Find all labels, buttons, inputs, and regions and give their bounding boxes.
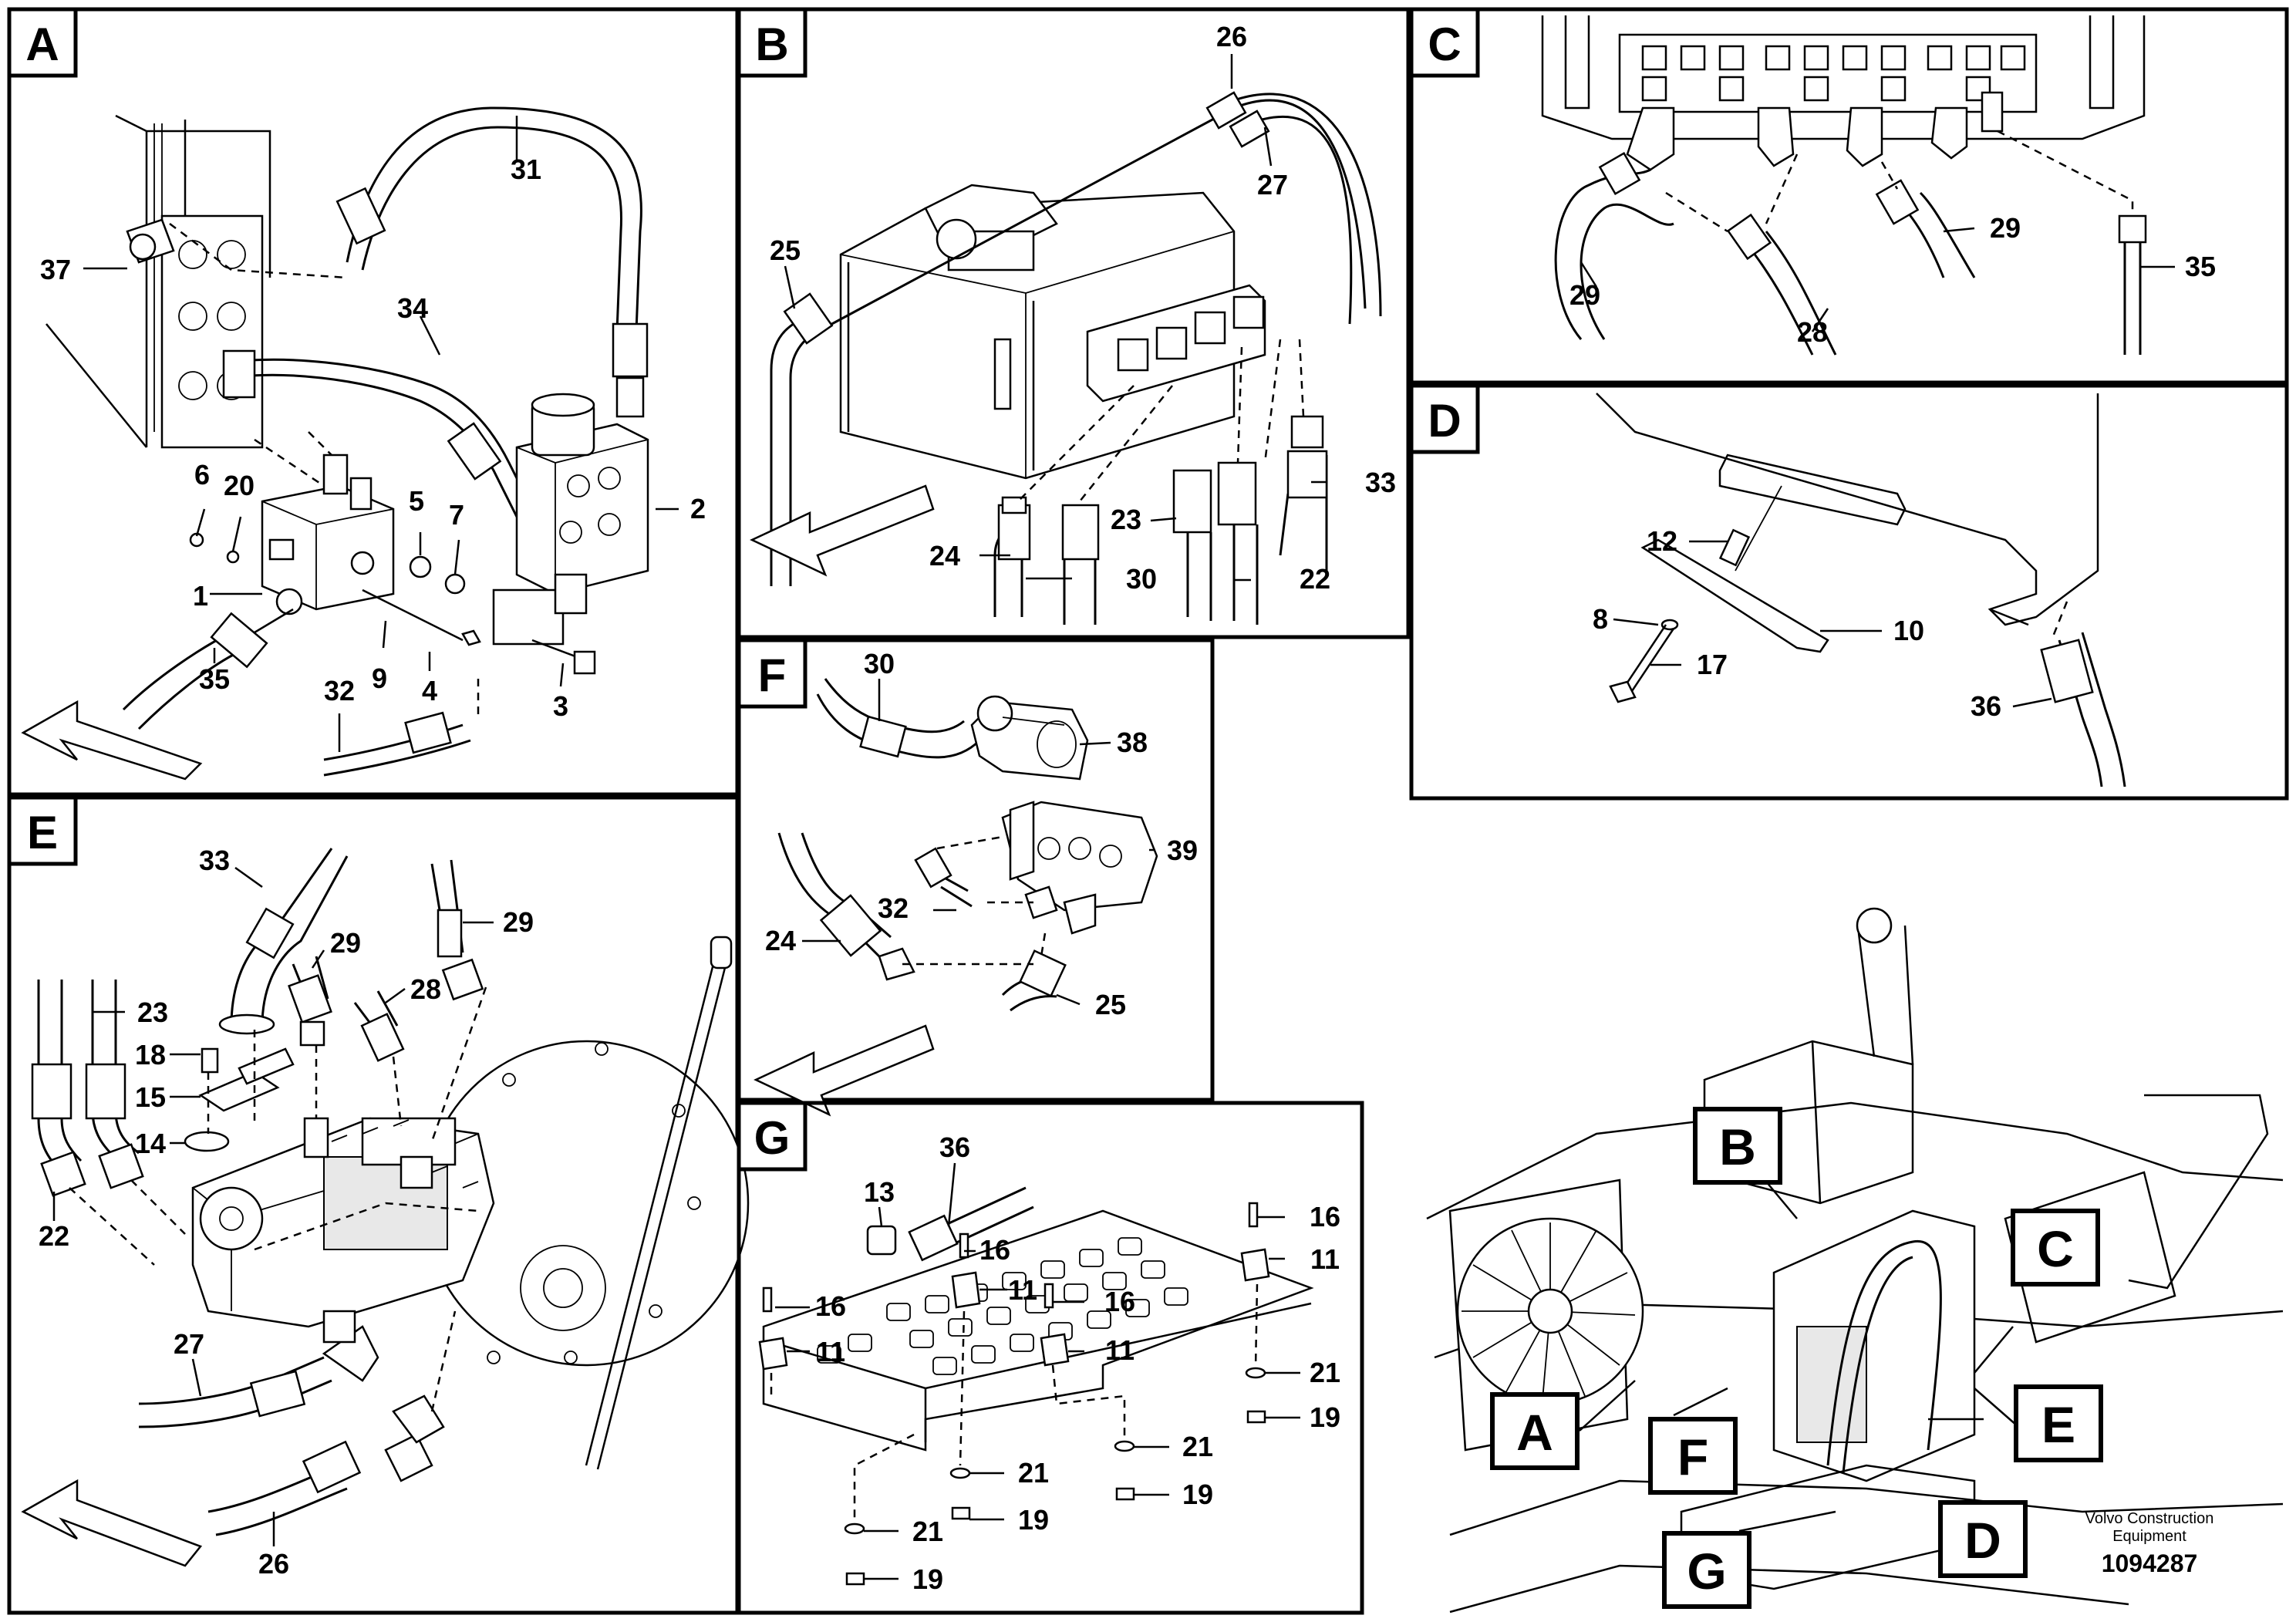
callout-g-19-a: 19: [1018, 1504, 1049, 1536]
overview-label-a: A: [1516, 1404, 1553, 1461]
panel-f-tag: F: [758, 649, 787, 701]
connector-row: [1641, 45, 2026, 102]
callout-g-11-a: 11: [1008, 1274, 1037, 1306]
callout-d-17: 17: [1697, 649, 1728, 680]
callout-a-9: 9: [372, 663, 387, 694]
callout-b-33: 33: [1365, 467, 1396, 498]
callout-g-19-b: 19: [912, 1563, 943, 1595]
callout-a-32: 32: [324, 675, 355, 706]
panel-c-tag: C: [1428, 19, 1461, 70]
panel-d: D 12 10 8 17 36: [1409, 383, 2289, 801]
callout-a-35: 35: [199, 663, 230, 695]
callout-f-39: 39: [1167, 835, 1198, 866]
callout-e-23: 23: [137, 996, 168, 1028]
brand-line-1: Volvo Construction: [2085, 1510, 2214, 1527]
callout-g-21-a: 21: [1018, 1457, 1049, 1489]
callout-e-28: 28: [410, 973, 441, 1005]
callout-b-30: 30: [1126, 563, 1157, 595]
callout-e-26: 26: [258, 1548, 289, 1580]
callout-f-30: 30: [864, 648, 895, 679]
callout-f-24: 24: [765, 925, 796, 956]
callout-a-7: 7: [449, 499, 464, 531]
callout-g-21-d: 21: [1310, 1357, 1340, 1388]
panel-g: G: [737, 1101, 1364, 1615]
callout-b-24: 24: [929, 540, 960, 572]
callout-b-25: 25: [770, 234, 801, 266]
callout-b-23: 23: [1111, 504, 1141, 535]
callout-g-19-c: 19: [1182, 1479, 1213, 1510]
callout-d-8: 8: [1593, 603, 1608, 635]
callout-a-6: 6: [194, 459, 210, 491]
callout-g-16-d: 16: [1310, 1201, 1340, 1233]
callout-d-36: 36: [1971, 690, 2001, 722]
callout-b-22: 22: [1300, 563, 1330, 595]
callout-e-29-right: 29: [503, 906, 534, 938]
overview-label-f: F: [1677, 1428, 1708, 1485]
callout-a-20: 20: [224, 470, 255, 501]
fan-blades: [1462, 1222, 1636, 1401]
panel-a-tag: A: [25, 19, 59, 70]
callout-e-14: 14: [135, 1128, 166, 1159]
callout-g-11-c: 11: [1105, 1334, 1135, 1366]
panel-g-tag: G: [754, 1112, 791, 1164]
callout-f-32: 32: [878, 892, 909, 924]
callout-g-11-d: 11: [1310, 1243, 1340, 1275]
callout-g-16-b: 16: [815, 1290, 846, 1322]
overview-label-c: C: [2037, 1220, 2074, 1277]
callout-g-36: 36: [939, 1131, 970, 1163]
callout-c-29-left: 29: [1569, 279, 1600, 311]
callout-a-1: 1: [193, 580, 208, 612]
callout-e-15: 15: [135, 1081, 166, 1113]
callout-d-12: 12: [1647, 525, 1677, 557]
overview-label-g: G: [1687, 1543, 1726, 1600]
callout-g-16-a: 16: [979, 1234, 1010, 1266]
callout-a-5: 5: [409, 485, 424, 517]
callout-e-33: 33: [199, 845, 230, 876]
panel-b: B: [737, 7, 1411, 639]
callout-g-21-c: 21: [1182, 1431, 1213, 1462]
callout-a-31: 31: [511, 153, 541, 185]
overview-label-e: E: [2041, 1396, 2075, 1453]
callout-b-26: 26: [1216, 21, 1247, 52]
panel-d-tag: D: [1428, 395, 1461, 447]
callout-a-2: 2: [690, 493, 706, 524]
panel-b-tag: B: [755, 19, 788, 70]
document-number: 1094287: [2102, 1549, 2198, 1577]
callout-f-25: 25: [1095, 989, 1126, 1020]
callout-e-18: 18: [135, 1039, 166, 1071]
callout-g-11-b: 11: [816, 1336, 845, 1367]
panel-c: C: [1409, 7, 2289, 385]
callout-c-28: 28: [1797, 316, 1828, 348]
callout-c-35: 35: [2185, 251, 2216, 282]
callout-d-10: 10: [1893, 615, 1924, 646]
callout-e-22: 22: [39, 1220, 69, 1252]
brand-line-2: Equipment: [2112, 1528, 2186, 1545]
callout-e-27: 27: [174, 1328, 204, 1360]
callout-e-29-left: 29: [330, 927, 361, 959]
panel-a: A: [7, 7, 740, 797]
panel-f: F: [737, 638, 1215, 1117]
overview-label-d: D: [1964, 1512, 2001, 1569]
callout-a-4: 4: [422, 675, 437, 706]
callout-a-34: 34: [397, 292, 428, 324]
callout-b-27: 27: [1257, 169, 1288, 201]
callout-g-21-b: 21: [912, 1516, 943, 1547]
callout-a-37: 37: [40, 254, 71, 285]
callout-g-16-c: 16: [1104, 1286, 1135, 1317]
panel-e: E: [7, 795, 750, 1615]
callout-g-13: 13: [864, 1176, 895, 1208]
machine-overview: A B C D E F G Volvo Construction Equipme…: [1426, 907, 2284, 1614]
callout-a-3: 3: [553, 690, 568, 722]
callout-f-38: 38: [1117, 727, 1148, 758]
overview-label-b: B: [1719, 1118, 1756, 1175]
callout-c-29-right: 29: [1990, 212, 2021, 244]
panel-e-tag: E: [27, 807, 58, 858]
callout-g-19-d: 19: [1310, 1401, 1340, 1433]
